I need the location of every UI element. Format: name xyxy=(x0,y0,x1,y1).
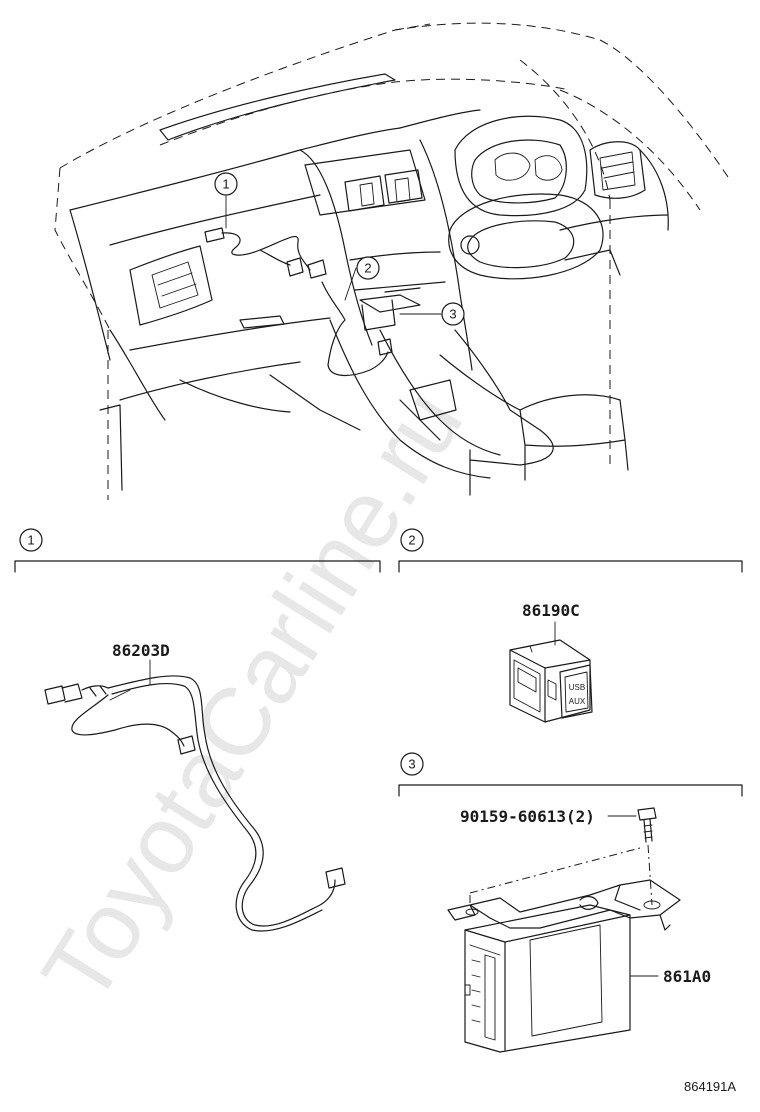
part-label-861A0: 861A0 xyxy=(663,967,711,986)
svg-text:2: 2 xyxy=(364,261,371,276)
svg-text:3: 3 xyxy=(408,757,415,772)
overview-callout-3: 3 xyxy=(399,302,465,326)
dashboard-overview xyxy=(54,22,731,500)
switch-label-usb: USB xyxy=(569,683,585,692)
part-label-90159-60613: 90159-60613(2) xyxy=(460,807,595,826)
illustration-id: 864191A xyxy=(684,1079,736,1094)
svg-text:2: 2 xyxy=(408,533,415,548)
screw-90159-60613 xyxy=(607,807,657,906)
section-2-header: 2 xyxy=(398,528,743,573)
usb-aux-switch-86190C: USB AUX xyxy=(509,621,593,723)
overview-callout-1: 1 xyxy=(214,172,238,229)
overview-callout-2: 2 xyxy=(344,256,380,301)
svg-text:1: 1 xyxy=(222,177,229,192)
wiring-harness-86203D xyxy=(44,659,346,932)
section-3-header: 3 xyxy=(398,752,743,797)
part-label-86203D: 86203D xyxy=(112,641,170,660)
control-unit-861A0 xyxy=(447,847,681,1053)
overview-harness xyxy=(204,227,421,376)
svg-text:1: 1 xyxy=(27,533,34,548)
section-1-header: 1 xyxy=(14,528,381,573)
part-label-86190C: 86190C xyxy=(522,601,580,620)
svg-text:3: 3 xyxy=(449,307,456,322)
switch-label-aux: AUX xyxy=(569,697,586,706)
